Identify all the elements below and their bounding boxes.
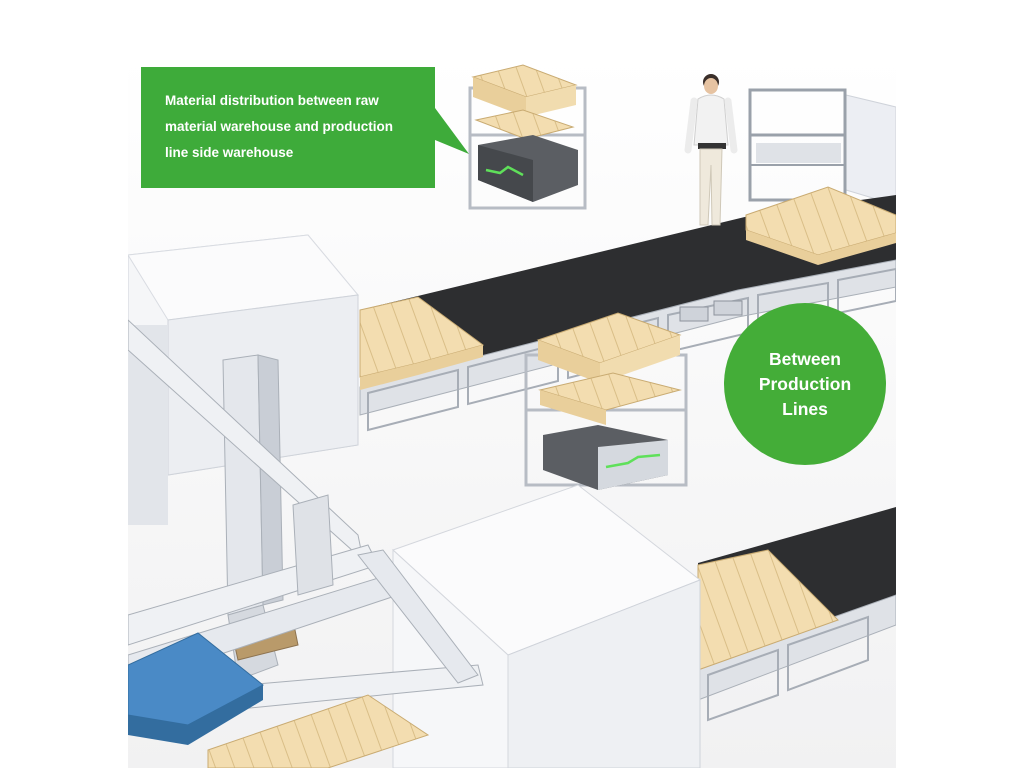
callout-box: Material distribution between raw materi… [141,67,435,188]
bottom-cargo [207,694,430,768]
circle-line: Between [769,348,841,369]
callout-production-lines: Between Production Lines [724,303,886,465]
circle-line: Production [758,373,852,394]
circle-line: Lines [782,398,828,419]
worker-figure [684,74,738,226]
pallet [128,632,264,745]
back-right-machine [748,88,896,206]
callout-line: material warehouse and production [165,119,394,134]
callout-line: line side warehouse [165,145,294,160]
callout-line: Material distribution between raw [165,93,379,108]
agv-robot-icon-back [468,64,587,210]
agv-robot-icon-middle [524,312,688,490]
callout-pointer [435,108,469,154]
